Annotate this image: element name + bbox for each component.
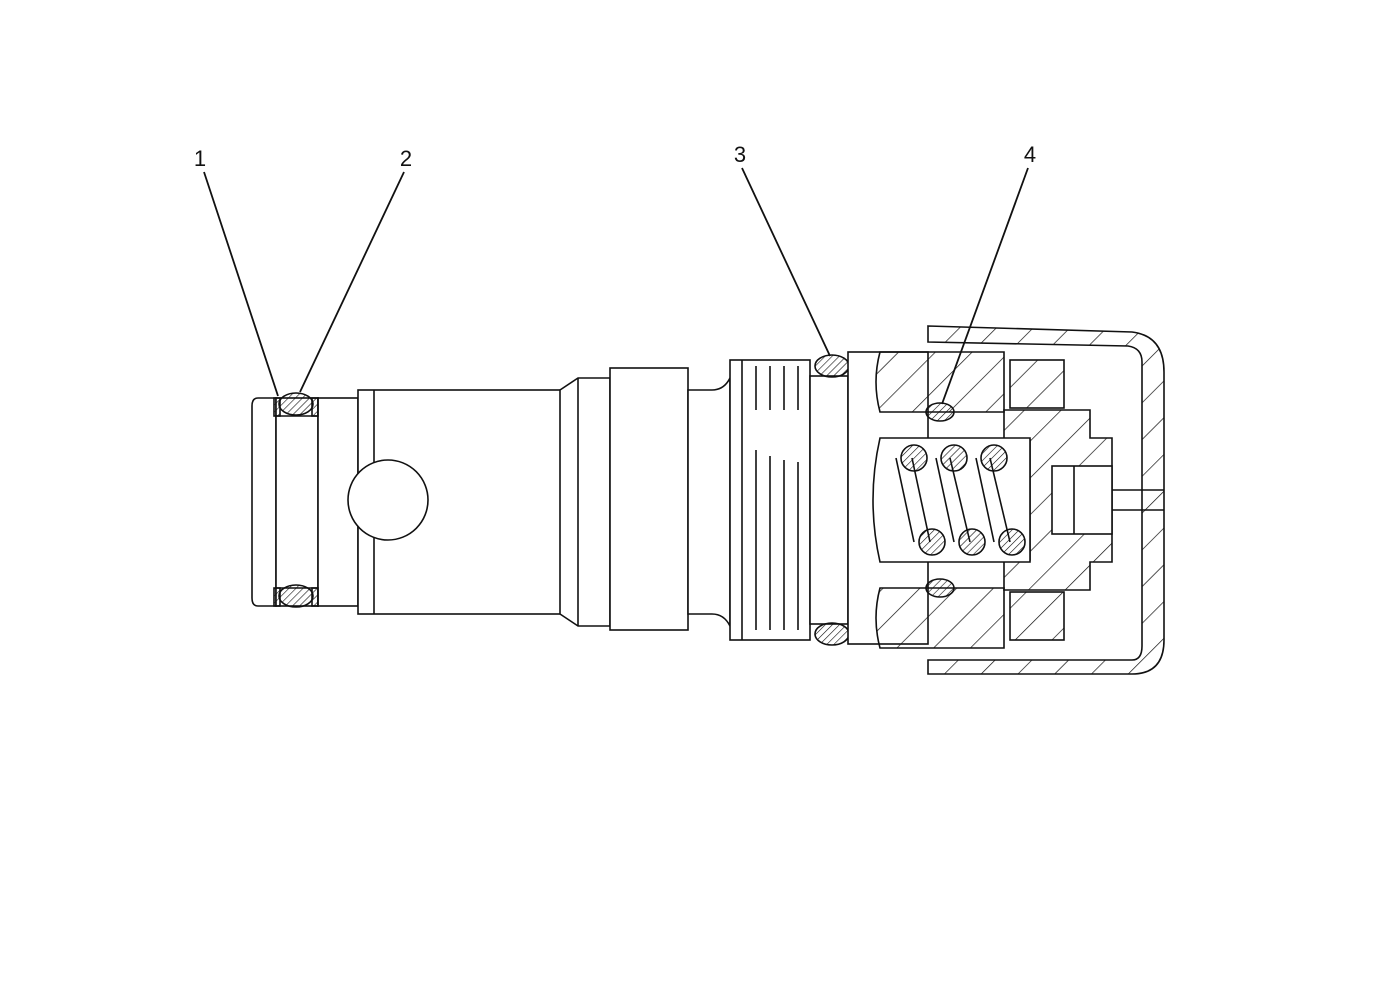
o-ring-spool xyxy=(925,402,955,598)
leader-line-1 xyxy=(203,171,279,397)
threaded-section xyxy=(729,359,849,641)
callout-1: 1 xyxy=(194,146,206,171)
solenoid-housing xyxy=(847,325,1165,675)
port-hole xyxy=(347,459,429,541)
o-ring-inlet xyxy=(278,392,314,608)
leader-line-3 xyxy=(741,167,831,357)
callout-2: 2 xyxy=(400,146,412,171)
valve-neck xyxy=(687,377,731,627)
callout-labels: 1 2 3 4 xyxy=(194,142,1036,171)
leader-line-4 xyxy=(941,167,1029,405)
valve-barrel xyxy=(347,377,611,627)
callout-4: 4 xyxy=(1024,142,1036,167)
leader-line-2 xyxy=(299,171,405,393)
spring xyxy=(895,444,1026,556)
hex-collar xyxy=(609,367,689,631)
callout-3: 3 xyxy=(734,142,746,167)
leader-lines xyxy=(203,167,1029,405)
valve-left-end xyxy=(251,397,359,607)
